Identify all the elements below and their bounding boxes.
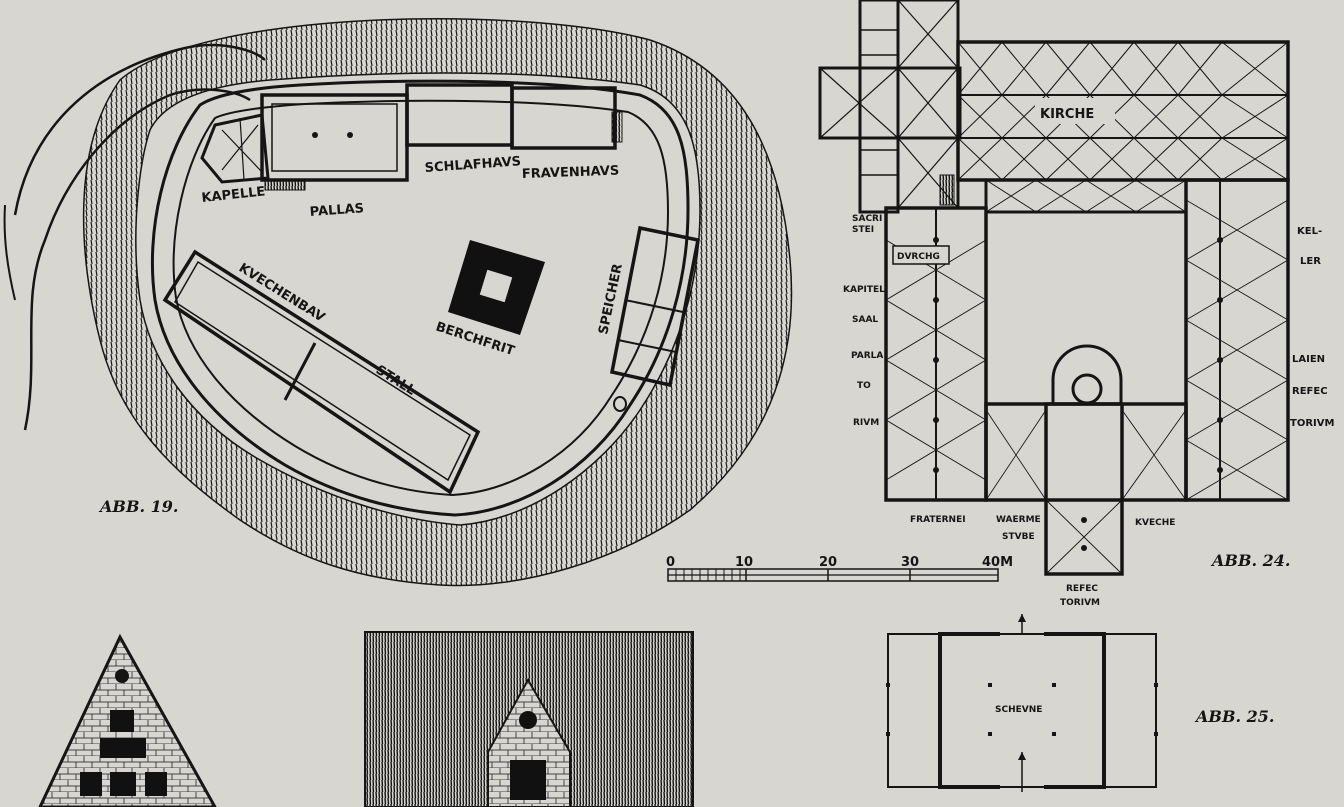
scale-tick-0: 0: [666, 555, 675, 570]
pallas-building: [260, 93, 409, 191]
label-kueche: KVECHE: [1135, 518, 1175, 528]
label-kapitelsaal-2: SAAL: [852, 315, 878, 325]
label-schlafhaus: SCHLAFHAVS: [424, 154, 521, 176]
church-west-block: [818, 0, 962, 210]
scale-tick-20: 20: [819, 555, 837, 570]
church-nave: [956, 40, 1290, 182]
label-scheune: SCHEVNE: [995, 705, 1042, 715]
label-waermestube-1: WAERME: [996, 515, 1041, 525]
facade-elevation: [364, 631, 694, 807]
castle-curtain-wall-inner: [172, 99, 670, 497]
scale-tick-30: 30: [901, 555, 919, 570]
label-laien-torium: TORIVM: [1290, 418, 1334, 429]
label-keller-1: KEL-: [1297, 226, 1322, 237]
castle-curtain-wall-outer: [150, 79, 690, 517]
label-stall: STALL: [373, 363, 418, 399]
frauenhaus-building: [510, 86, 623, 150]
cloister-ranges: [884, 178, 1290, 576]
label-parlatorium-3: RIVM: [853, 418, 879, 428]
well-circle: [613, 396, 627, 412]
label-laien-refec: REFEC: [1292, 386, 1328, 397]
label-parlatorium-1: PARLA: [851, 351, 883, 361]
castle-slope-hatching: [82, 18, 793, 587]
label-fraternei: FRATERNEI: [910, 515, 966, 525]
label-durchgang: DVRCHG: [897, 252, 940, 262]
bergfried-tower: [448, 240, 545, 335]
label-kapelle: KAPELLE: [201, 184, 266, 206]
caption-abb-25: ABB. 25.: [1194, 707, 1274, 726]
schlafhaus-building: [405, 83, 514, 147]
label-sakristei-1: SACRI: [852, 214, 882, 224]
label-kirche: KIRCHE: [1040, 107, 1094, 122]
label-frauenhaus: FRAVENHAVS: [522, 164, 620, 182]
kapelle-building: [200, 113, 270, 184]
castle-path-edge: [3, 204, 16, 301]
caption-abb-19: ABB. 19.: [98, 497, 178, 516]
tower-stairs: [858, 0, 900, 214]
label-parlatorium-2: TO: [857, 381, 871, 391]
label-refectorium-2: TORIVM: [1060, 598, 1100, 608]
label-refectorium-1: REFEC: [1066, 584, 1098, 594]
gable-elevation: [38, 633, 217, 807]
label-laien: LAIEN: [1292, 354, 1325, 365]
caption-abb-24: ABB. 24.: [1210, 551, 1290, 570]
label-waermestube-2: STVBE: [1002, 532, 1035, 542]
label-pallas: PALLAS: [309, 201, 364, 220]
barn-plan: SCHEVNE ABB. 25.: [886, 614, 1274, 792]
castle-plan: KAPELLE PALLAS SCHLAFHAVS FRAVENHAVS KVE…: [3, 18, 793, 587]
scale-tick-40m: 40M: [982, 555, 1013, 570]
label-kapitelsaal-1: KAPITEL: [843, 285, 885, 295]
kuechenbau-stall-building: [162, 249, 481, 495]
speicher-building: [609, 225, 701, 388]
scale-bar: 0 10 20 30 40M: [666, 555, 1013, 582]
monastery-plan: KIRCHE SACRI STEI DVRCHG KAPITEL SAAL PA…: [818, 0, 1334, 608]
label-sakristei-2: STEI: [852, 225, 874, 235]
label-keller-2: LER: [1300, 256, 1321, 267]
scale-tick-10: 10: [735, 555, 753, 570]
